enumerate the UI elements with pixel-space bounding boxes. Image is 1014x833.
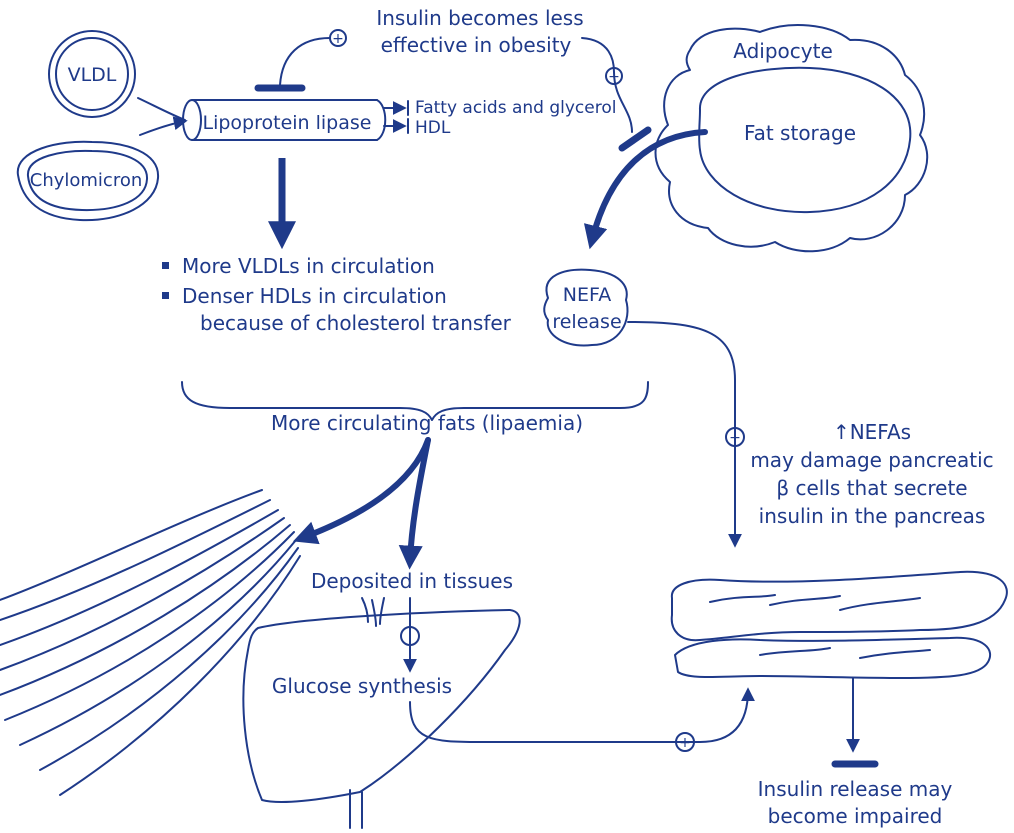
adipocyte-cell: Adipocyte Fat storage: [654, 24, 929, 253]
bullet-hdl-text-line2: because of cholesterol transfer: [200, 311, 512, 335]
fat-storage-label: Fat storage: [744, 121, 856, 145]
pancreas-illustration: [670, 570, 1008, 679]
nefa-release-node: NEFA release: [543, 268, 629, 347]
nefa-to-pancreas-arrow: [627, 321, 742, 548]
insulin-text-line1: Insulin becomes less: [376, 6, 583, 30]
bullet-vldl-text: More VLDLs in circulation: [182, 254, 435, 278]
svg-text:+: +: [332, 31, 344, 47]
lipaemia-to-tissues-arrow: [398, 437, 431, 570]
svg-text:−: −: [729, 430, 741, 446]
insulin-text-line2: effective in obesity: [381, 33, 572, 57]
minus-sign-adipocyte: −: [605, 67, 623, 85]
nefas-text-line4: insulin in the pancreas: [759, 504, 986, 528]
bullet-hdl-text-line1: Denser HDLs in circulation: [182, 284, 447, 308]
minus-sign-pancreas: −: [725, 427, 745, 447]
impaired-text-line1: Insulin release may: [758, 777, 953, 801]
chylomicron-particle: Chylomicron: [16, 140, 160, 222]
lipaemia-label: More circulating fats (lipaemia): [271, 411, 583, 435]
adipocyte-inhibition-bar: [618, 126, 652, 152]
fatty-acids-label: Fatty acids and glycerol: [415, 98, 616, 118]
deposited-label: Deposited in tissues: [311, 569, 513, 593]
vldl-to-lipase-arrow: [137, 97, 186, 121]
nefa-label-line1: NEFA: [563, 284, 611, 306]
nefas-text-line1: ↑NEFAs: [833, 420, 911, 444]
adipocyte-label: Adipocyte: [733, 39, 833, 63]
chylomicron-label: Chylomicron: [30, 170, 143, 191]
lipaemia-brace: [181, 381, 649, 421]
insulin-to-lipase-line: [279, 37, 331, 86]
svg-text:−: −: [608, 69, 620, 85]
plus-sign-insulin: +: [329, 29, 347, 47]
lipaemia-to-muscle-arrow: [293, 437, 431, 545]
svg-text:+: +: [679, 735, 691, 751]
chylomicron-to-lipase-arrow: [139, 116, 188, 136]
impaired-text-line2: become impaired: [768, 804, 943, 828]
muscle-illustration: [0, 489, 301, 796]
nefas-text-line3: β cells that secrete: [776, 476, 967, 500]
vldl-particle: VLDL: [48, 30, 136, 118]
insulin-to-adipocyte-line: [581, 37, 633, 133]
vldl-label: VLDL: [68, 64, 117, 86]
lipoprotein-lipase-cylinder: Lipoprotein lipase: [182, 99, 387, 141]
hdl-label: HDL: [415, 118, 451, 138]
glucose-label: Glucose synthesis: [272, 674, 452, 698]
bullet-marker-2: [162, 292, 169, 299]
fat-storage-to-nefa-arrow: [583, 129, 708, 250]
nefas-text-line2: may damage pancreatic: [750, 448, 993, 472]
liver-illustration: [242, 597, 521, 829]
lipoprotein-lipase-label: Lipoprotein lipase: [203, 112, 372, 134]
bullet-marker-1: [162, 262, 169, 269]
glucose-node-circle: [400, 626, 420, 646]
nefa-label-line2: release: [552, 311, 621, 333]
plus-sign-pancreas: +: [675, 732, 695, 752]
glucose-to-pancreas-arrow: [409, 687, 755, 743]
